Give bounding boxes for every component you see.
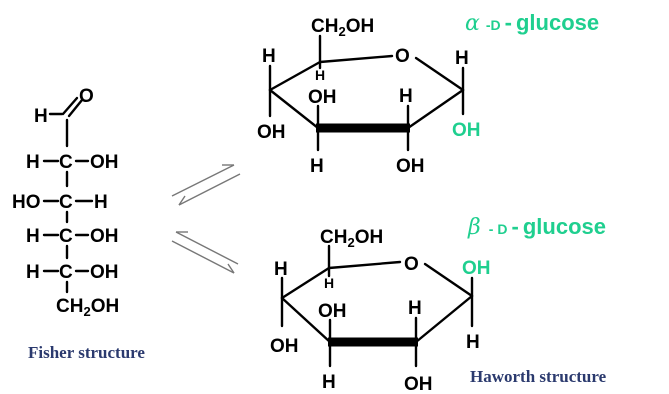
alpha-c2-bottom: OH bbox=[396, 156, 425, 177]
alpha-c4-bottom: OH bbox=[257, 122, 286, 143]
beta-ring-c4-c3 bbox=[280, 296, 332, 344]
fisher-row2-left: HO bbox=[12, 192, 41, 213]
fisher-row1-left: H bbox=[26, 152, 40, 173]
beta-c4-top: H bbox=[274, 259, 288, 280]
beta-c1-bottom: H bbox=[466, 332, 480, 353]
fisher-row4-c: C bbox=[59, 262, 73, 283]
alpha-c3-bottom: H bbox=[310, 156, 324, 177]
alpha-ring-o-c1 bbox=[414, 56, 465, 92]
fisher-caption: Fisher structure bbox=[28, 343, 145, 362]
equilibrium-arrow-lower bbox=[171, 231, 239, 274]
alpha-c3-top: OH bbox=[308, 87, 337, 108]
beta-ring-o: O bbox=[404, 254, 419, 275]
alpha-glucose: α-D-glucose O CH2OH H H OH OH H H OH H O bbox=[257, 10, 599, 177]
alpha-title: α-D-glucose bbox=[465, 10, 599, 36]
alpha-c1-top: H bbox=[455, 48, 469, 69]
alpha-ring-c4-c5 bbox=[268, 60, 322, 92]
beta-c2-bottom: OH bbox=[404, 374, 433, 394]
fisher-c1-o-bond bbox=[61, 96, 79, 116]
alpha-c1-bottom: OH bbox=[452, 120, 481, 141]
beta-glucose: β-D-glucose O CH2OH H H OH OH H H OH OH bbox=[270, 214, 607, 394]
fisher-row3-left: H bbox=[26, 226, 40, 247]
beta-ch2oh: CH2OH bbox=[320, 227, 383, 250]
alpha-c4-top: H bbox=[262, 46, 276, 67]
beta-ring-o-c1 bbox=[423, 262, 474, 298]
beta-caption: Haworth structure bbox=[470, 367, 607, 386]
beta-ring-c4-c5 bbox=[280, 266, 331, 300]
fisher-row3-right: OH bbox=[90, 226, 119, 247]
fisher-c1-o-bond2 bbox=[67, 98, 84, 118]
fisher-row4-left: H bbox=[26, 262, 40, 283]
fisher-row1-right: OH bbox=[90, 152, 119, 173]
beta-c4-bottom: OH bbox=[270, 336, 299, 357]
equilibrium-arrow-upper bbox=[171, 164, 241, 206]
alpha-ring-o: O bbox=[395, 46, 410, 67]
fisher-row3-c: C bbox=[59, 226, 73, 247]
fisher-row2-right: H bbox=[94, 192, 108, 213]
fisher-row2-c: C bbox=[59, 192, 73, 213]
alpha-ch2oh: CH2OH bbox=[311, 16, 374, 39]
beta-ring-c5-o bbox=[327, 260, 402, 270]
alpha-ring-c2-c1 bbox=[406, 88, 465, 130]
fisher-ch2oh: CH2OH bbox=[56, 296, 119, 319]
fisher-row4-right: OH bbox=[90, 262, 119, 283]
beta-title: β-D-glucose bbox=[467, 214, 606, 240]
alpha-ring-c5-o bbox=[318, 54, 394, 64]
beta-ring-c2-c1 bbox=[414, 294, 474, 344]
fisher-c1-h: H bbox=[34, 106, 48, 127]
fisher-row1-c: C bbox=[59, 152, 73, 173]
beta-c1-top: OH bbox=[462, 258, 491, 279]
alpha-c2-top: H bbox=[399, 86, 413, 107]
beta-c3-top: OH bbox=[318, 301, 347, 322]
fisher-projection: H O H C OH HO C H H C OH H C OH CH bbox=[12, 86, 145, 362]
fisher-c1-o: O bbox=[79, 86, 94, 107]
beta-c3-bottom: H bbox=[322, 372, 336, 393]
alpha-c5-h: H bbox=[315, 67, 325, 83]
beta-c2-top: H bbox=[408, 298, 422, 319]
alpha-ring-c4-c3 bbox=[268, 88, 320, 130]
beta-c5-h: H bbox=[324, 275, 334, 291]
